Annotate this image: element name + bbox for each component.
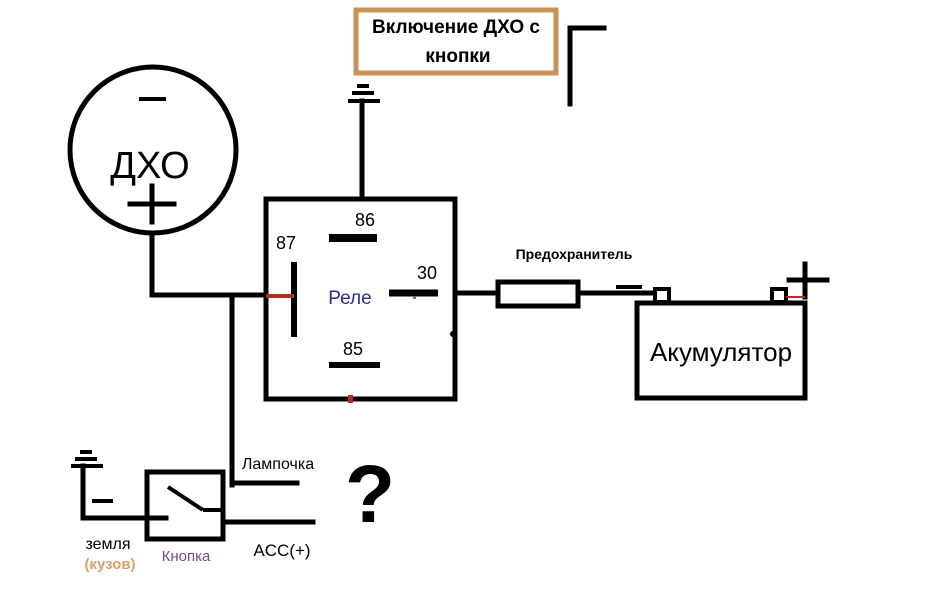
drl-lamp: ДХО	[67, 64, 239, 236]
battery-body	[634, 300, 808, 401]
relay-label: Реле	[328, 288, 371, 309]
pin-30-label: 30	[417, 263, 437, 283]
battery-label: Акумулятор	[650, 337, 792, 367]
switch-lever	[166, 485, 205, 512]
title-line1: Включение ДХО с	[372, 17, 540, 38]
battery-terminal-plus	[770, 287, 788, 304]
pin-30-mark	[413, 296, 416, 299]
battery-terminal-minus	[653, 287, 671, 304]
switch-label: Кнопка	[162, 548, 211, 565]
title-box: Включение ДХО с кнопки	[353, 7, 559, 76]
relay: 86 87 Реле 30 85	[263, 196, 458, 403]
wire-drl-to-87	[149, 230, 268, 298]
pin-85-label: 85	[343, 339, 363, 359]
ground-symbol-top	[348, 84, 380, 200]
drl-label: ДХО	[110, 145, 189, 187]
bracket-line	[567, 25, 607, 107]
question-mark: ?	[345, 449, 395, 540]
acc-label: ACC(+)	[253, 541, 310, 560]
ground-label: земля	[85, 536, 130, 553]
ground-symbol-bottom	[71, 450, 169, 521]
wire-ground-to-switch	[80, 463, 169, 521]
lamp-label: Лампочка	[242, 456, 314, 473]
pin-86-label: 86	[355, 210, 375, 230]
switch-body	[144, 469, 226, 542]
title-border	[353, 7, 559, 76]
fuse-label: Предохранитель	[516, 246, 633, 262]
ground-sublabel: (кузов)	[84, 556, 135, 573]
pin-87-label: 87	[276, 233, 296, 253]
fuse-body	[495, 279, 581, 309]
fuse: Предохранитель	[495, 246, 633, 309]
pin-85-mark	[348, 395, 353, 403]
switch: Кнопка	[144, 469, 226, 565]
title-line2: кнопки	[425, 46, 490, 67]
battery: Акумулятор	[634, 261, 830, 401]
relay-dot	[450, 331, 456, 337]
